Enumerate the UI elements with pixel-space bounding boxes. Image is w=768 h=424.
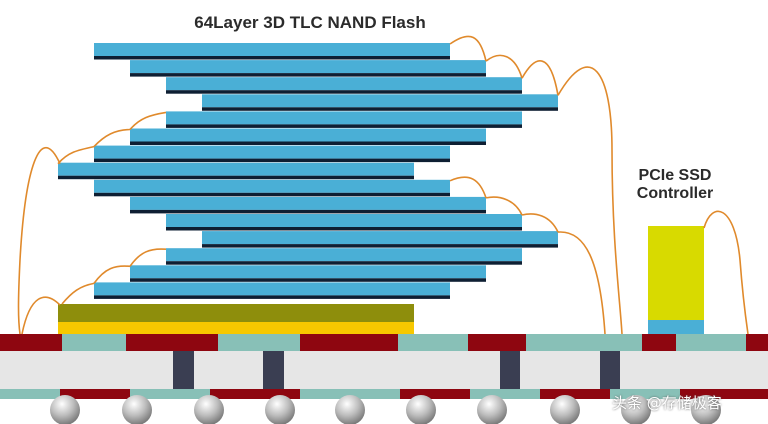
controller-base bbox=[648, 320, 704, 334]
top-pad bbox=[746, 334, 768, 351]
nand-die-shadow bbox=[202, 244, 558, 248]
bond-wire bbox=[129, 111, 167, 131]
nand-die-shadow bbox=[166, 261, 522, 265]
solder-ball bbox=[194, 395, 224, 424]
bottom-pad bbox=[60, 389, 130, 399]
nand-die-shadow bbox=[202, 107, 558, 111]
controller-label-line2: Controller bbox=[636, 185, 714, 202]
interposer bbox=[58, 304, 414, 322]
nand-die-shadow bbox=[130, 278, 486, 282]
nand-die-shadow bbox=[166, 90, 522, 94]
bond-wire bbox=[93, 265, 131, 284]
bond-wire bbox=[521, 60, 559, 96]
solder-ball bbox=[406, 395, 436, 424]
bottom-pad bbox=[610, 389, 680, 399]
via bbox=[600, 351, 620, 389]
bottom-pad bbox=[540, 389, 610, 399]
top-pad bbox=[676, 334, 746, 351]
nand-die-shadow bbox=[94, 158, 450, 163]
nand-die bbox=[166, 111, 522, 125]
solder-ball bbox=[621, 395, 651, 424]
bond-wire bbox=[557, 66, 623, 335]
bottom-pad bbox=[470, 389, 540, 399]
nand-die-shadow bbox=[166, 124, 522, 128]
solder-ball bbox=[265, 395, 295, 424]
nand-die-shadow bbox=[58, 175, 414, 180]
nand-die bbox=[166, 77, 522, 91]
nand-die-shadow bbox=[130, 141, 486, 145]
nand-die bbox=[130, 265, 486, 279]
bond-wire bbox=[129, 248, 167, 267]
nand-die-shadow bbox=[166, 227, 522, 231]
watermark: 头条 @存储极客 bbox=[612, 394, 722, 412]
bond-wire bbox=[61, 282, 95, 305]
top-pad bbox=[642, 334, 676, 351]
solder-ball bbox=[50, 395, 80, 424]
bottom-pad bbox=[0, 389, 60, 399]
bond-wire bbox=[557, 231, 606, 335]
bottom-pad bbox=[680, 389, 768, 399]
controller-chip bbox=[648, 226, 704, 320]
bond-wire bbox=[485, 54, 523, 79]
nand-die bbox=[94, 145, 450, 159]
nand-die bbox=[94, 282, 450, 296]
top-pad bbox=[218, 334, 300, 351]
top-pad bbox=[0, 334, 62, 351]
bond-wire bbox=[521, 213, 559, 233]
nand-die-shadow bbox=[94, 192, 450, 197]
bond-wire bbox=[21, 296, 61, 335]
nand-die-shadow bbox=[94, 56, 450, 60]
nand-die-shadow bbox=[94, 295, 450, 299]
bond-wire bbox=[449, 176, 487, 199]
top-pad bbox=[62, 334, 126, 351]
nand-die bbox=[166, 214, 522, 227]
top-pad bbox=[468, 334, 526, 351]
top-pad bbox=[398, 334, 468, 351]
solder-ball bbox=[691, 395, 721, 424]
solder-ball bbox=[122, 395, 152, 424]
nand-die bbox=[202, 94, 558, 108]
top-pad bbox=[526, 334, 642, 351]
solder-ball bbox=[335, 395, 365, 424]
bottom-pad bbox=[400, 389, 470, 399]
bond-wire bbox=[449, 35, 487, 62]
bottom-pad bbox=[130, 389, 210, 399]
controller-label-line1: PCIe SSD bbox=[638, 167, 712, 184]
bond-wire bbox=[703, 210, 749, 335]
nand-die-shadow bbox=[130, 73, 486, 77]
via bbox=[173, 351, 194, 389]
via bbox=[500, 351, 520, 389]
via bbox=[263, 351, 284, 389]
bottom-pad bbox=[210, 389, 300, 399]
bond-wire bbox=[485, 196, 523, 216]
nand-die bbox=[202, 231, 558, 245]
bond-wire bbox=[17, 147, 61, 335]
solder-ball bbox=[477, 395, 507, 424]
interposer-base bbox=[58, 322, 414, 334]
nand-die bbox=[130, 128, 486, 142]
solder-ball bbox=[550, 395, 580, 424]
nand-die bbox=[166, 248, 522, 262]
nand-die bbox=[130, 196, 486, 210]
nand-die bbox=[94, 43, 450, 56]
bond-wire bbox=[57, 145, 95, 165]
nand-die-shadow bbox=[130, 209, 486, 214]
top-pad bbox=[300, 334, 398, 351]
nand-die bbox=[58, 162, 414, 176]
bottom-pad bbox=[300, 389, 400, 399]
nand-die bbox=[130, 60, 486, 74]
diagram-title: 64Layer 3D TLC NAND Flash bbox=[194, 13, 426, 32]
bond-wire bbox=[93, 128, 131, 148]
top-pad bbox=[126, 334, 218, 351]
nand-die bbox=[94, 179, 450, 193]
